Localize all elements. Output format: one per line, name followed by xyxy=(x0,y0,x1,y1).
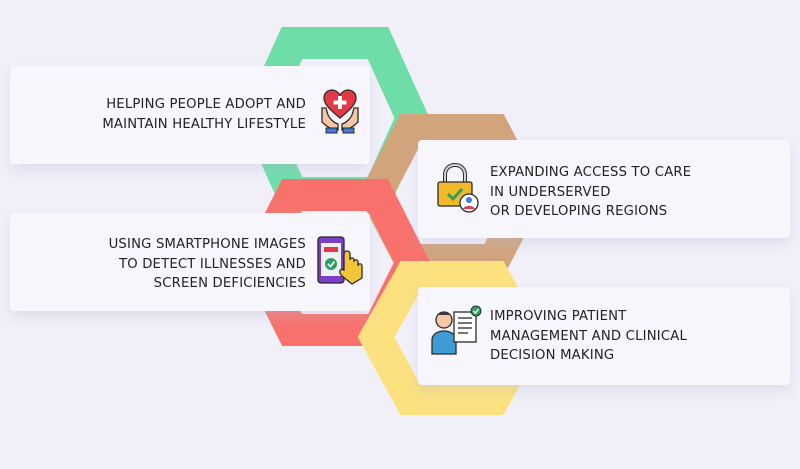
padlock-user-icon xyxy=(437,162,479,213)
label-line: SCREEN DEFICIENCIES xyxy=(153,276,306,291)
label-line: HELPING PEOPLE ADOPT AND xyxy=(106,97,306,112)
label-line: EXPANDING ACCESS TO CARE xyxy=(490,165,692,180)
label-line: MANAGEMENT AND CLINICAL xyxy=(490,328,688,344)
label-line: DECISION MAKING xyxy=(490,348,615,363)
label-patient-management: IMPROVING PATIENT MANAGEMENT AND CLINICA… xyxy=(490,307,687,366)
card-1 xyxy=(10,66,370,164)
label-expanding-access: EXPANDING ACCESS TO CARE IN UNDERSERVED … xyxy=(490,163,691,222)
card-3 xyxy=(10,213,370,311)
label-line: IN UNDERSERVED xyxy=(490,184,611,200)
label-line: IMPROVING PATIENT xyxy=(490,309,627,324)
label-line: USING SMARTPHONE IMAGES xyxy=(108,237,306,252)
card-2 xyxy=(418,140,790,238)
label-smartphone-images: USING SMARTPHONE IMAGES TO DETECT ILLNES… xyxy=(109,235,306,294)
doctor-document-icon xyxy=(431,305,482,355)
smartphone-tap-icon xyxy=(317,236,363,285)
label-line: MAINTAIN HEALTHY LIFESTYLE xyxy=(102,116,306,132)
hexagon-yellow xyxy=(357,261,547,415)
heart-hands-icon xyxy=(321,89,359,134)
card-4 xyxy=(418,287,790,385)
label-line: OR DEVELOPING REGIONS xyxy=(490,204,668,219)
label-healthy-lifestyle: HELPING PEOPLE ADOPT AND MAINTAIN HEALTH… xyxy=(102,95,306,134)
label-line: TO DETECT ILLNESSES AND xyxy=(118,256,306,272)
